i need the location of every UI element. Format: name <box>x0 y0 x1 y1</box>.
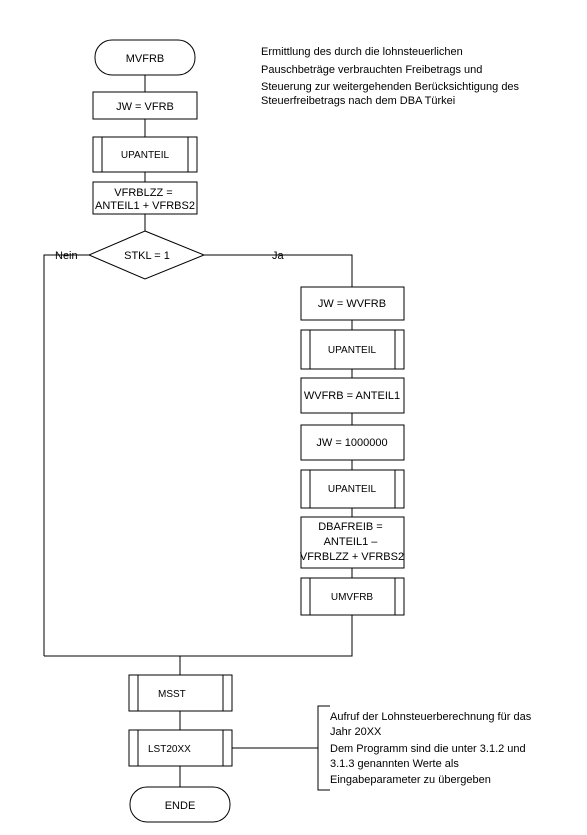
start-label: MVFRB <box>126 53 165 65</box>
subprocess-umvfrb: UMVFRB <box>300 577 405 616</box>
connectors <box>43 75 353 791</box>
process-vfrblzz-line-2: ANTEIL1 + VFRBS2 <box>95 200 195 212</box>
connector-decision-no <box>43 254 89 656</box>
process-dbafreib-label: DBAFREIB = ANTEIL1 – VFRBLZZ + VFRBS2 <box>300 521 404 563</box>
subprocess-upanteil-3-label: UPANTEIL <box>328 484 377 495</box>
process-dbafreib-line-2: ANTEIL1 – <box>324 536 379 548</box>
note-bottom: Aufruf der Lohnsteuerberechnung für das … <box>330 711 534 786</box>
subprocess-umvfrb-label: UMVFRB <box>331 592 374 603</box>
connector-branch-merge <box>44 615 353 657</box>
process-jw-1000000: JW = 1000000 <box>300 424 405 461</box>
process-dbafreib: DBAFREIB = ANTEIL1 – VFRBLZZ + VFRBS2 <box>300 516 405 569</box>
note-top-line-4: Steuerfreibetrags nach dem DBA Türkei <box>261 95 455 107</box>
end-terminator: ENDE <box>129 786 231 823</box>
decision-yes-label: Ja <box>272 250 285 262</box>
decision-no-label: Nein <box>55 250 78 262</box>
subprocess-upanteil-1-label: UPANTEIL <box>121 150 170 161</box>
subprocess-lst20xx: LST20XX <box>128 729 233 767</box>
decision-stkl-label: STKL = 1 <box>124 250 170 262</box>
connector-decision-yes <box>204 254 353 287</box>
process-vfrblzz-line-1: VFRBLZZ = <box>114 187 172 199</box>
subprocess-lst20xx-label: LST20XX <box>148 744 191 755</box>
note-top-line-3: Steuerung zur weitergehenden Berücksicht… <box>261 81 520 93</box>
note-bottom-line-2: Jahr 20XX <box>330 726 382 738</box>
process-vfrblzz: VFRBLZZ = ANTEIL1 + VFRBS2 <box>92 181 198 215</box>
process-jw-wvfrb: JW = WVFRB <box>300 286 405 321</box>
process-wvfrb-anteil1: WVFRB = ANTEIL1 <box>300 377 405 414</box>
process-dbafreib-line-1: DBAFREIB = <box>318 521 383 533</box>
start-terminator: MVFRB <box>94 39 196 76</box>
note-top: Ermittlung des durch die lohnsteuerliche… <box>261 46 522 107</box>
note-bottom-line-1: Aufruf der Lohnsteuerberechnung für das <box>330 711 532 723</box>
subprocess-upanteil-1: UPANTEIL <box>92 136 198 173</box>
process-jw-1000000-label: JW = 1000000 <box>316 437 387 449</box>
process-dbafreib-line-3: VFRBLZZ + VFRBS2 <box>300 551 404 563</box>
note-bottom-line-5: Eingabeparameter zu übergeben <box>330 774 491 786</box>
subprocess-msst: MSST <box>128 674 233 712</box>
subprocess-upanteil-3: UPANTEIL <box>300 469 405 509</box>
subprocess-upanteil-2-label: UPANTEIL <box>328 345 377 356</box>
end-label: ENDE <box>165 800 196 812</box>
decision-stkl: STKL = 1 <box>87 230 206 280</box>
process-vfrblzz-label: VFRBLZZ = ANTEIL1 + VFRBS2 <box>95 187 195 212</box>
note-bottom-line-4: 3.1.3 genannten Werte als <box>330 758 459 770</box>
note-top-line-2: Pauschbeträge verbrauchten Freibetrags u… <box>261 64 482 76</box>
subprocess-upanteil-2: UPANTEIL <box>300 329 405 370</box>
note-bracket <box>317 705 330 791</box>
note-top-line-1: Ermittlung des durch die lohnsteuerliche… <box>261 46 463 58</box>
process-wvfrb-anteil1-label: WVFRB = ANTEIL1 <box>304 390 400 402</box>
subprocess-msst-label: MSST <box>158 689 186 700</box>
process-jw-wvfrb-label: JW = WVFRB <box>318 298 386 310</box>
process-jw-vfrb-label: JW = VFRB <box>116 101 174 113</box>
process-jw-vfrb: JW = VFRB <box>92 91 198 120</box>
note-bottom-line-3: Dem Programm sind die unter 3.1.2 und <box>330 743 526 755</box>
